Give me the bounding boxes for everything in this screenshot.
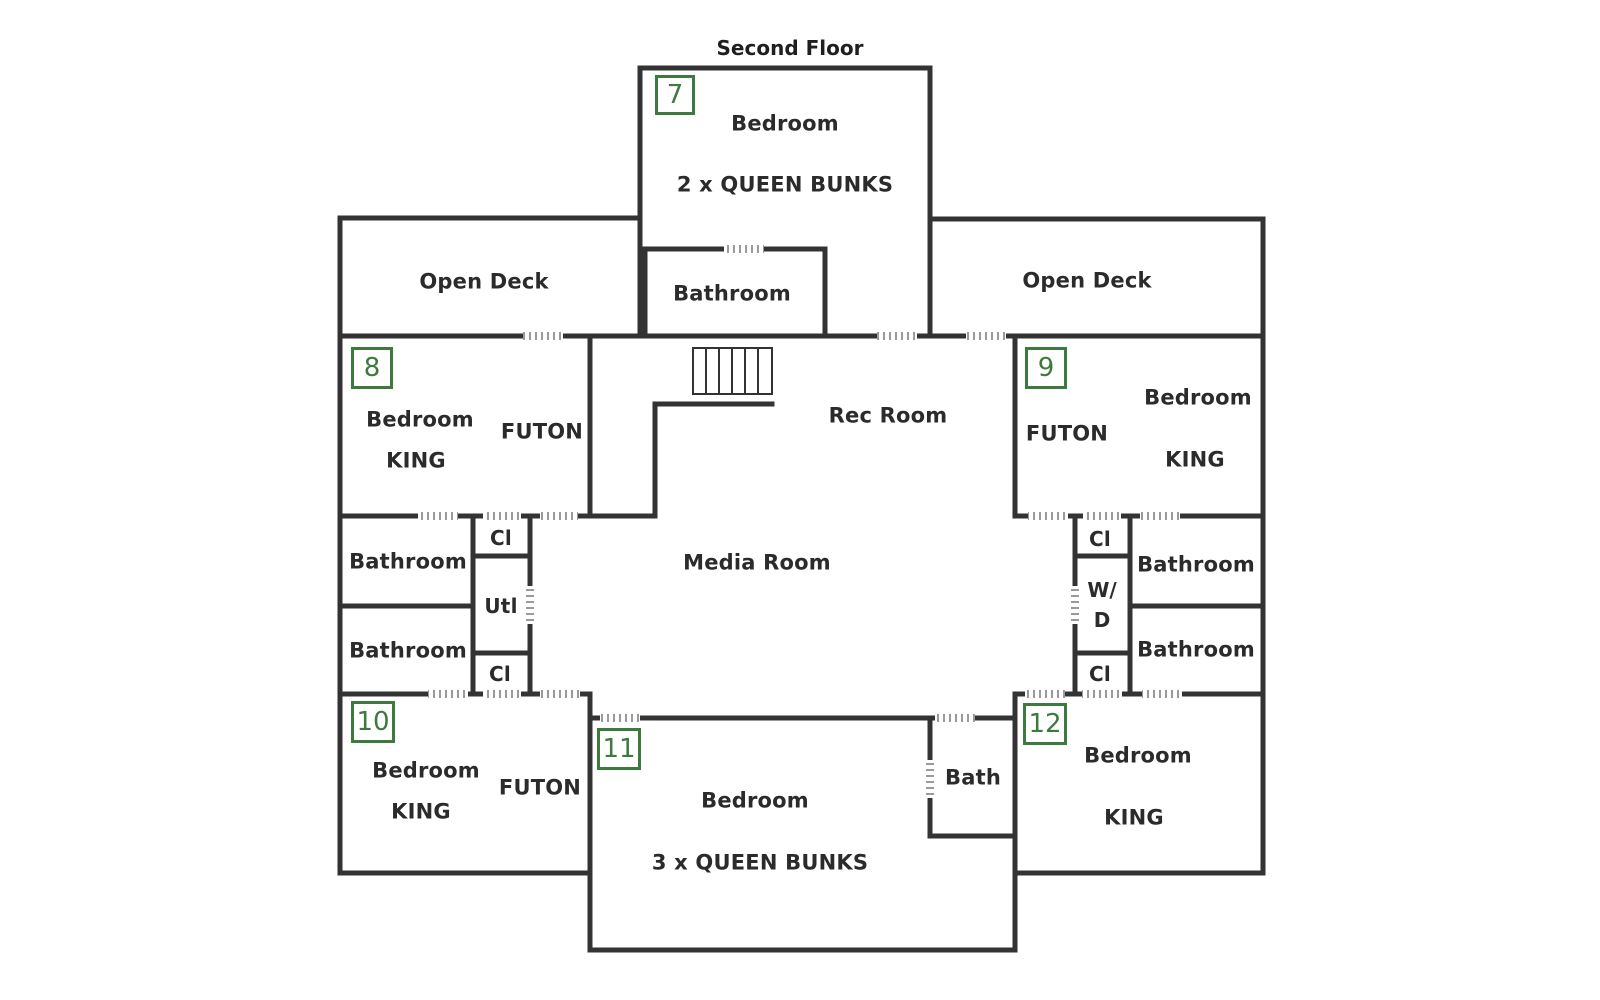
room-number-7-badge: 7 [655, 75, 695, 115]
bedroom-9-beds: KING [1165, 447, 1225, 472]
bathroom-left-upper-label: Bathroom [349, 549, 467, 574]
bedroom-12-label: Bedroom [1084, 743, 1192, 768]
bedroom-8-beds: KING [386, 448, 446, 473]
bedroom-9-label: Bedroom [1144, 385, 1252, 410]
washer-dryer-line-1: W/ [1087, 578, 1117, 602]
bedroom-11-label: Bedroom [701, 788, 809, 813]
bedroom-10-label: Bedroom [372, 758, 480, 783]
closet-right-lower-label: Cl [1089, 662, 1111, 686]
washer-dryer-line-2: D [1093, 608, 1111, 632]
room-number-9-badge: 9 [1025, 347, 1067, 389]
bathroom-7-label: Bathroom [673, 281, 791, 306]
washer-dryer-label: W/ D [1087, 575, 1116, 635]
bathroom-right-lower-label: Bathroom [1137, 637, 1255, 662]
media-room-label: Media Room [683, 550, 831, 575]
bedroom-7-beds: 2 x QUEEN BUNKS [676, 172, 894, 197]
room-number-12-badge: 12 [1023, 703, 1067, 745]
bedroom-12-beds: KING [1104, 805, 1164, 830]
open-deck-right-label: Open Deck [1022, 268, 1152, 293]
closet-right-upper-label: Cl [1089, 527, 1111, 551]
utility-left-label: Utl [484, 594, 518, 618]
open-deck-left-label: Open Deck [419, 269, 549, 294]
bedroom-8-label: Bedroom [366, 407, 474, 432]
bathroom-right-upper-label: Bathroom [1137, 552, 1255, 577]
bathroom-left-lower-label: Bathroom [349, 638, 467, 663]
doorways [418, 245, 1182, 798]
room-number-10-badge: 10 [351, 701, 395, 743]
bath-11-label: Bath [945, 765, 1001, 790]
rec-room-label: Rec Room [828, 403, 948, 428]
room-number-8-badge: 8 [351, 347, 393, 389]
bedroom-8-futon: FUTON [500, 419, 584, 444]
closet-left-upper-label: Cl [490, 526, 512, 550]
bedroom-7-label: Bedroom [731, 111, 839, 136]
floor-title: Second Floor [716, 36, 864, 60]
bedroom-10-beds: KING [391, 799, 451, 824]
stairs [692, 347, 773, 395]
bedroom-10-futon: FUTON [498, 775, 582, 800]
bedroom-9-futon: FUTON [1025, 421, 1109, 446]
closet-left-lower-label: Cl [489, 662, 511, 686]
bedroom-11-beds: 3 x QUEEN BUNKS [651, 850, 869, 875]
room-number-11-badge: 11 [597, 728, 641, 770]
